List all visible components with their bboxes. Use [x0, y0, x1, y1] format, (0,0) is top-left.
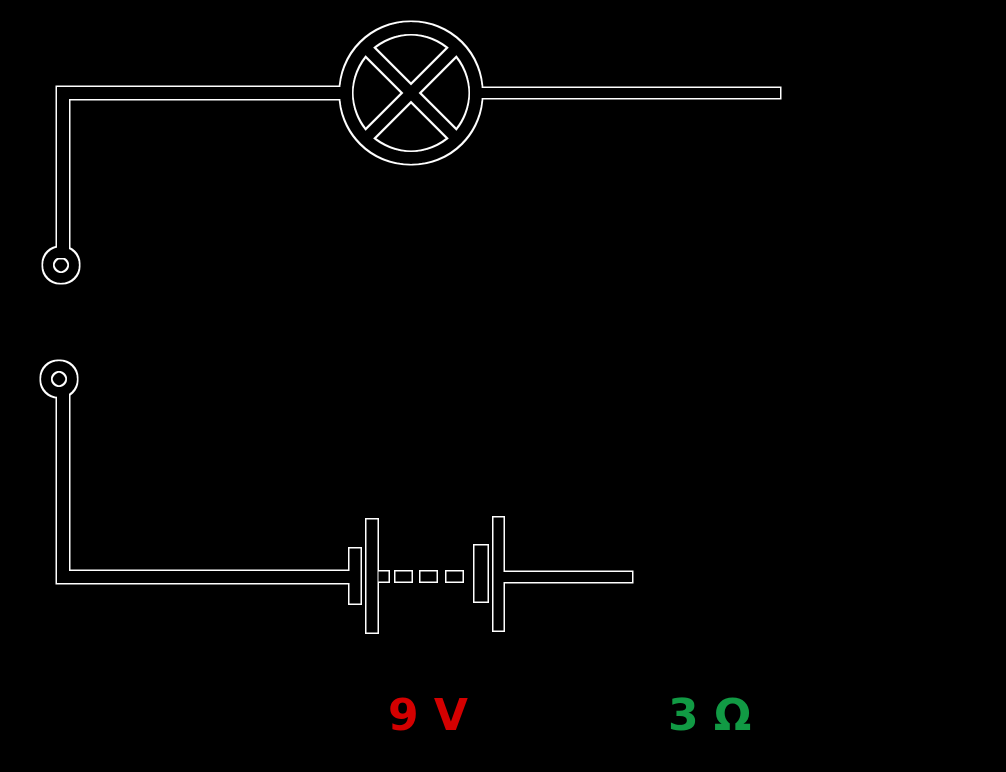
switch-terminal-bottom: [41, 361, 77, 397]
switch-terminal-top: [43, 247, 79, 283]
battery-symbol: [349, 517, 504, 633]
lamp-symbol: [340, 22, 482, 164]
switch-symbol: [41, 247, 79, 397]
wire-left-top: [57, 87, 345, 258]
wire-left-bottom: [57, 392, 350, 583]
resistance-label: 3 Ω: [668, 690, 752, 741]
voltage-label: 9 V: [388, 690, 468, 741]
